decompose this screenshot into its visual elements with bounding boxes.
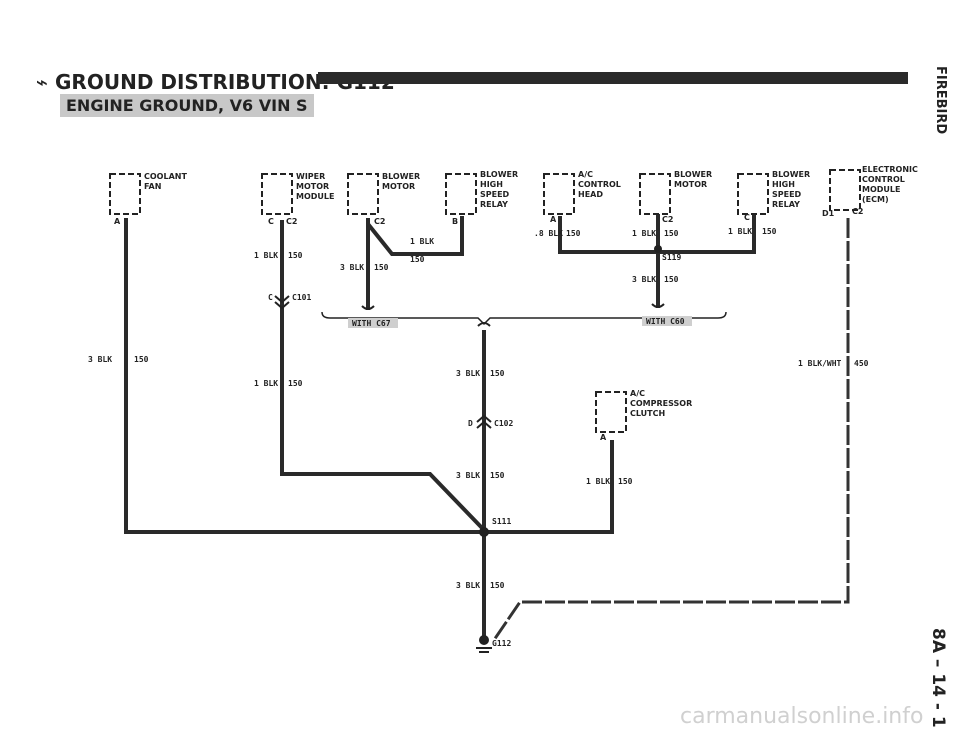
pin-coolant-fan: A xyxy=(114,217,121,226)
wire-label-compressor-circuit: 150 xyxy=(618,477,633,486)
connector-c60-arrow xyxy=(651,303,665,308)
wire-label-wiper-upper-gauge: 1 BLK xyxy=(254,251,278,260)
blower-motor-1-box xyxy=(347,173,379,215)
connector-ecm: C2 xyxy=(852,207,863,216)
wire-label-coolant-gauge: 3 BLK xyxy=(88,355,112,364)
wire-label-wiper-lower-gauge: 1 BLK xyxy=(254,379,278,388)
pin-ac-head: A xyxy=(550,215,557,224)
with-c60-label: WITH C60 xyxy=(646,317,685,326)
splice-s111-label: S111 xyxy=(492,517,511,526)
wire-label-coolant-circuit: 150 xyxy=(134,355,149,364)
ground-arrow-icon: ⌁ xyxy=(36,70,56,94)
wire-label-ecm-circuit: 450 xyxy=(854,359,869,368)
connector-blower-motor-2: C2 xyxy=(662,215,673,224)
wire-label-s119-gauge: 3 BLK xyxy=(632,275,656,284)
pin-ecm: D1 xyxy=(822,209,835,218)
wire-compressor xyxy=(484,440,614,534)
with-c67-label: WITH C67 xyxy=(352,319,391,328)
wire-label-trunk-lower-gauge: 3 BLK xyxy=(456,581,480,590)
wiper-box xyxy=(261,173,293,215)
wire-label-ecm-gauge: 1 BLK/WHT xyxy=(798,359,842,368)
wire-label-c67-relay-circuit: 150 xyxy=(410,255,425,264)
wire-label-c67-relay-gauge: 1 BLK xyxy=(410,237,434,246)
splice-s111 xyxy=(479,527,489,537)
connector-c102-pin: D xyxy=(468,419,473,428)
wire-label-wiper-lower-circuit: 150 xyxy=(288,379,303,388)
connector-blower-motor-1: C2 xyxy=(374,217,385,226)
wire-label-trunk-upper-circuit: 150 xyxy=(490,369,505,378)
watermark: carmanualsonline.info xyxy=(680,704,924,729)
with-c67-bg xyxy=(348,318,398,328)
coolant-fan-box xyxy=(109,173,141,215)
blower-motor-2-box xyxy=(639,173,671,215)
compressor-box xyxy=(595,391,627,433)
pin-relay-2: C xyxy=(744,213,750,222)
ground-label: G112 xyxy=(492,639,511,648)
wire-label-ac-head-circuit: 150 xyxy=(566,229,581,238)
wire-label-trunk-mid-circuit: 150 xyxy=(490,471,505,480)
splice-s119 xyxy=(654,245,662,253)
connector-c67-arrow xyxy=(361,305,375,310)
connector-c101-pin: C xyxy=(268,293,273,302)
pin-relay-1: B xyxy=(452,217,458,226)
connector-trunk-arrow xyxy=(477,322,491,327)
relay-1-box xyxy=(445,173,477,215)
connector-c102-name: C102 xyxy=(494,419,513,428)
wire-c67-relay xyxy=(366,216,464,256)
pin-compressor: A xyxy=(600,433,607,442)
with-c60-bg xyxy=(642,316,692,326)
pin-wiper: C xyxy=(268,217,274,226)
connector-c102-symbol xyxy=(476,414,492,429)
title-rule xyxy=(318,72,908,84)
wire-wiper xyxy=(280,220,486,532)
wire-coolant-fan xyxy=(124,218,484,534)
wire-label-c60-relay-gauge: 1 BLK xyxy=(728,227,752,236)
wire-label-ac-head-gauge: .8 BLK xyxy=(534,229,563,238)
wire-label-trunk-lower-circuit: 150 xyxy=(490,581,505,590)
wire-label-c60-blower-gauge: 1 BLK xyxy=(632,229,656,238)
wire-label-c67-blower-gauge: 3 BLK xyxy=(340,263,364,272)
connector-wiper: C2 xyxy=(286,217,297,226)
connector-c101-name: C101 xyxy=(292,293,311,302)
connector-c101-symbol xyxy=(274,295,290,310)
wire-label-s119-circuit: 150 xyxy=(664,275,679,284)
wire-label-trunk-mid-gauge: 3 BLK xyxy=(456,471,480,480)
wire-label-c60-relay-circuit: 150 xyxy=(762,227,777,236)
wire-label-trunk-upper-gauge: 3 BLK xyxy=(456,369,480,378)
splice-s119-label: S119 xyxy=(662,253,681,262)
ac-head-box xyxy=(543,173,575,215)
wire-label-wiper-upper-circuit: 150 xyxy=(288,251,303,260)
wire-label-c67-blower-circuit: 150 xyxy=(374,263,389,272)
page-subtitle: ENGINE GROUND, V6 VIN S xyxy=(60,94,314,117)
ground-symbol xyxy=(476,635,492,653)
wire-label-compressor-gauge: 1 BLK xyxy=(586,477,610,486)
wire-label-c60-blower-circuit: 150 xyxy=(664,229,679,238)
relay-2-box xyxy=(737,173,769,215)
ecm-box xyxy=(829,169,861,211)
wire-ecm xyxy=(492,218,850,641)
